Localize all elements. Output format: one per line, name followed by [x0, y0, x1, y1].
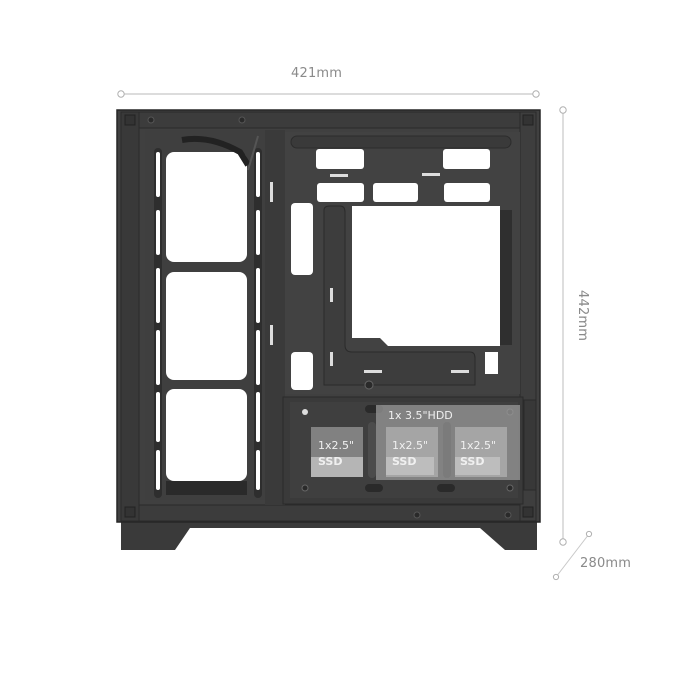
ssd-bay-3-qty: 1x2.5"	[460, 439, 497, 452]
height-dimension-line	[559, 106, 567, 546]
depth-dimension-line	[552, 530, 593, 581]
ssd-bay-2-qty: 1x2.5"	[392, 439, 429, 452]
width-dimension-label: 421mm	[291, 66, 343, 81]
ssd-bay-1-type: SSD	[318, 455, 343, 468]
ssd-bay-2-type: SSD	[392, 455, 417, 468]
pc-case	[116, 109, 541, 550]
hdd-bay-label: 1x 3.5"HDD	[388, 409, 453, 422]
ssd-bay-3-type: SSD	[460, 455, 485, 468]
ssd-bay-1-qty: 1x2.5"	[318, 439, 355, 452]
depth-dimension-label: 280mm	[580, 556, 632, 571]
width-dimension-line	[117, 90, 540, 98]
